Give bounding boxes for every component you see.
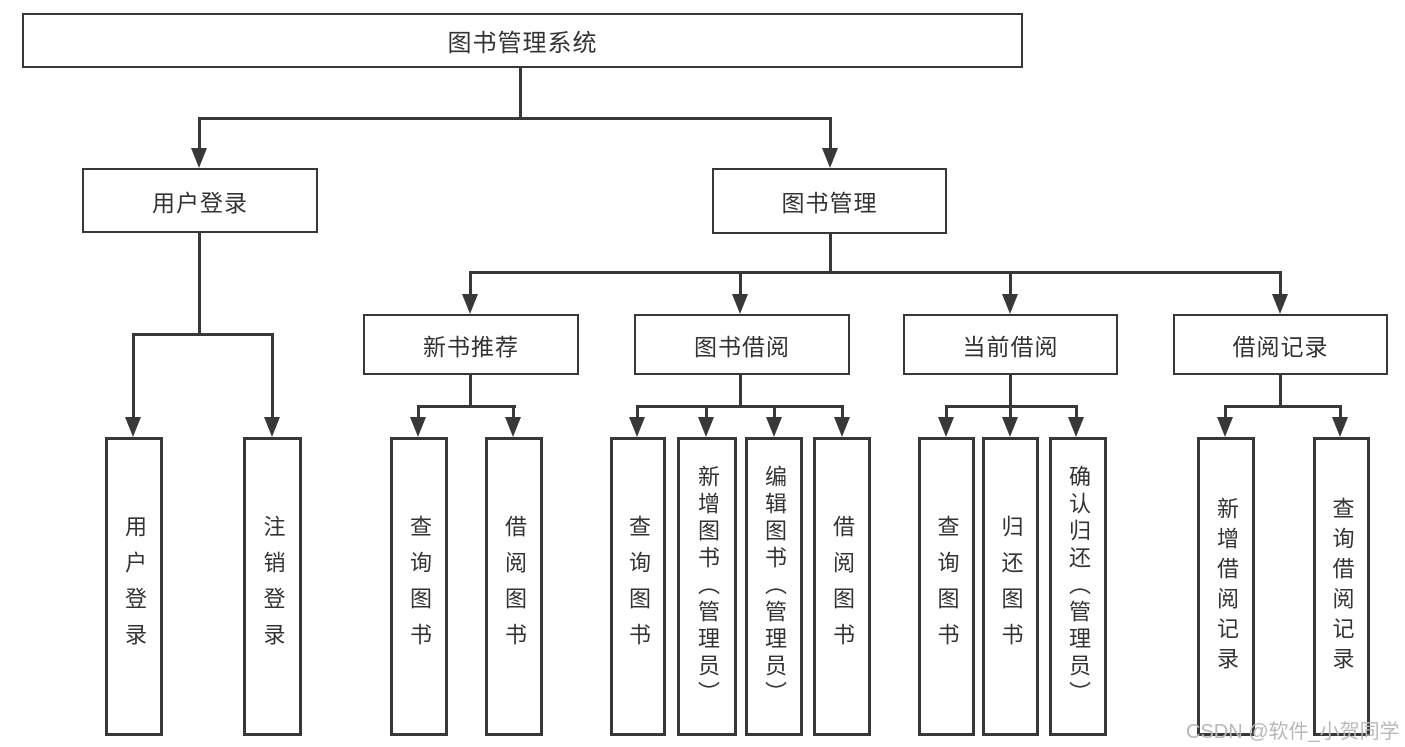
leaf-add-books-admin: 新增图书（管理员） [677,437,737,736]
node-new-book-recommend: 新书推荐 [363,314,579,375]
leaf-logout: 注销登录 [243,437,302,736]
leaf-return-books: 归还图书 [982,437,1039,736]
arrow-down-icon [505,417,521,437]
connector-line [1224,405,1342,408]
arrow-down-icon [191,148,207,168]
connector-line [773,405,776,418]
connector-line [1075,405,1078,418]
leaf-query-books-current: 查询图书 [918,437,975,736]
node-label: 新书推荐 [423,333,519,360]
connector-line [636,405,639,418]
node-library-management-system: 图书管理系统 [22,13,1023,68]
leaf-user-login: 用户登录 [105,437,163,736]
leaf-query-books-borrowing: 查询图书 [610,437,666,736]
connector-line [705,405,708,418]
arrow-down-icon [629,417,645,437]
connector-line [271,333,274,417]
node-label: 查询图书 [407,514,432,659]
node-label: 新增图书（管理员） [695,465,720,708]
arrow-down-icon [462,294,478,314]
arrow-down-icon [938,417,954,437]
leaf-add-borrow-record: 新增借阅记录 [1197,437,1255,736]
connector-line [417,405,516,408]
node-label: 查询借阅记录 [1329,496,1355,677]
connector-line [198,233,201,336]
arrow-down-icon [698,417,714,437]
connector-line [1009,375,1012,408]
node-label: 确认归还（管理员） [1066,465,1091,708]
arrow-down-icon [1217,417,1233,437]
node-label: 新增借阅记录 [1214,496,1239,677]
connector-line [132,333,135,417]
node-user-login: 用户登录 [82,168,318,233]
arrow-down-icon [1002,417,1018,437]
connector-line [841,405,844,418]
node-book-management: 图书管理 [712,168,947,234]
node-label: 用户登录 [122,514,147,659]
leaf-query-borrow-record: 查询借阅记录 [1313,437,1370,736]
csdn-watermark: CSDN @软件_小贺同学 [1186,721,1400,743]
leaf-borrow-books-recommend: 借阅图书 [485,437,543,736]
connector-line [519,68,522,117]
connector-line [739,271,742,295]
connector-line [1009,271,1012,295]
connector-line [198,117,201,149]
connector-line [945,405,948,418]
arrow-down-icon [766,417,782,437]
connector-line [469,375,472,408]
node-book-borrowing: 图书借阅 [634,314,850,375]
leaf-borrow-books: 借阅图书 [813,437,871,736]
connector-line [1339,405,1342,418]
connector-line [132,333,274,336]
node-label: 注销登录 [260,514,286,659]
connector-line [469,271,472,295]
node-label: 图书借阅 [694,333,790,360]
arrow-down-icon [1002,294,1018,314]
connector-line [512,405,515,418]
node-label: 借阅图书 [502,514,527,659]
arrow-down-icon [410,417,426,437]
node-current-borrowing: 当前借阅 [903,314,1118,375]
node-label: 图书管理 [781,190,878,216]
node-label: 编辑图书（管理员） [762,465,787,708]
node-label: 查询图书 [626,514,651,659]
arrow-down-icon [732,294,748,314]
leaf-confirm-return-admin: 确认归还（管理员） [1049,437,1107,736]
connector-line [739,375,742,408]
node-label: 借阅图书 [830,514,855,659]
arrow-down-icon [125,417,141,437]
connector-line [829,117,832,149]
connector-line [198,117,832,120]
leaf-query-books-recommend: 查询图书 [390,437,448,736]
node-label: 查询图书 [934,514,960,659]
arrow-down-icon [264,417,280,437]
arrow-down-icon [1332,417,1348,437]
node-borrow-records: 借阅记录 [1173,314,1388,375]
arrow-down-icon [1068,417,1084,437]
connector-line [1009,405,1012,418]
connector-line [636,405,844,408]
node-label: 用户登录 [152,189,248,216]
connector-line [1279,375,1282,408]
connector-line [417,405,420,418]
node-label: 当前借阅 [962,333,1059,360]
connector-line [1224,405,1227,418]
arrow-down-icon [822,148,838,168]
connector-line [829,234,832,272]
node-label: 借阅记录 [1232,333,1329,360]
arrow-down-icon [834,417,850,437]
node-label: 归还图书 [998,514,1024,659]
node-label: 图书管理系统 [447,30,598,57]
connector-line [1279,271,1282,295]
connector-line [469,271,1282,274]
leaf-edit-books-admin: 编辑图书（管理员） [745,437,803,736]
arrow-down-icon [1272,294,1288,314]
